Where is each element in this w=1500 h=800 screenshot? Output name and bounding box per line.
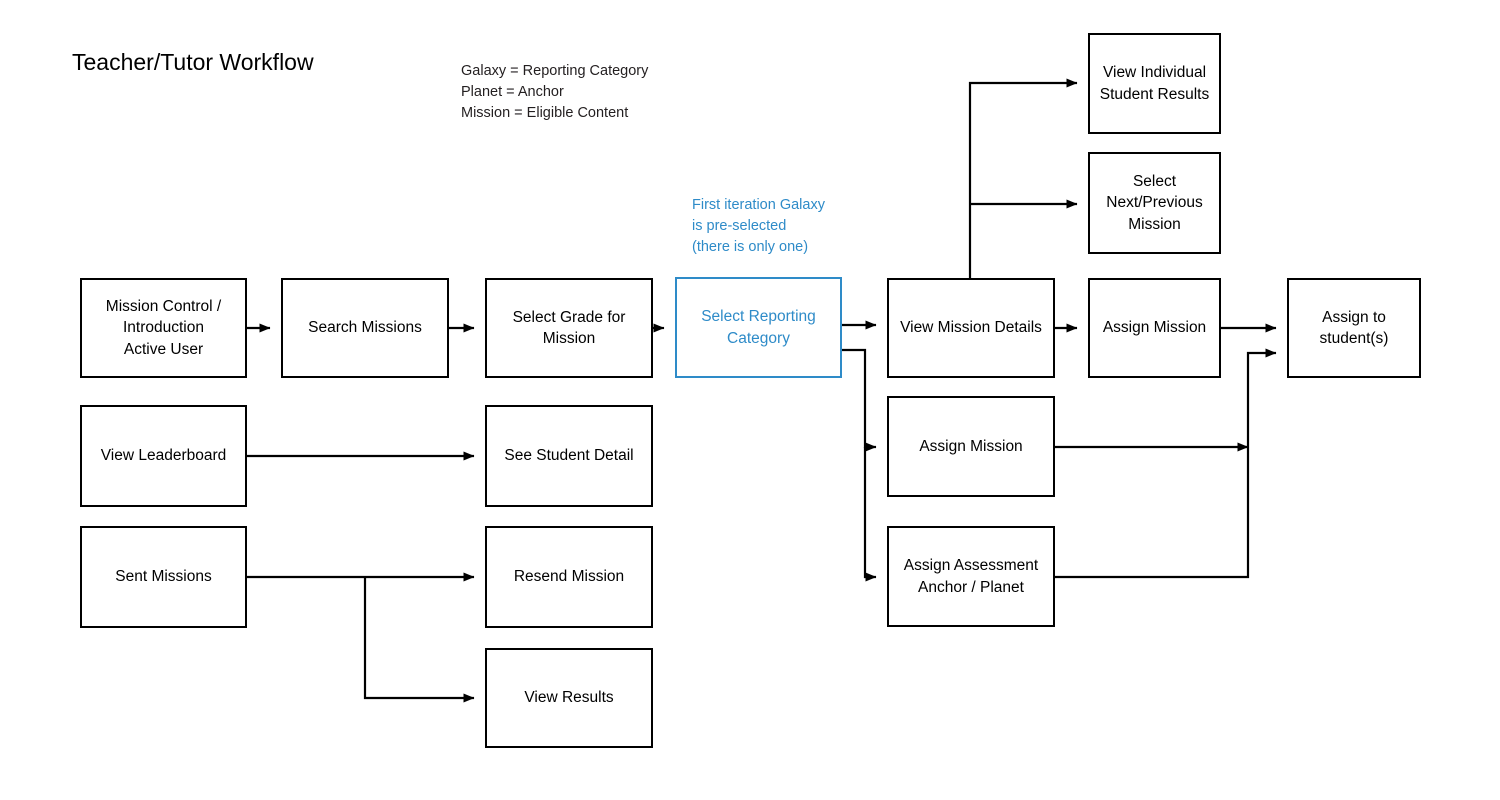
legend-key: Galaxy = Reporting Category Planet = Anc… [461, 63, 649, 122]
node-view-individual-student-results[interactable]: View Individual Student Results [1088, 33, 1221, 134]
node-view-results[interactable]: View Results [485, 648, 653, 748]
node-search-missions[interactable]: Search Missions [281, 278, 449, 378]
edge-select-reporting-category-to-assign-assessment [863, 447, 877, 582]
node-sent-missions[interactable]: Sent Missions [80, 526, 247, 628]
annotation-first-iteration-galaxy: First iteration Galaxy is pre-selected (… [692, 197, 825, 256]
node-select-next-previous-mission[interactable]: Select Next/Previous Mission [1088, 152, 1221, 254]
node-select-grade[interactable]: Select Grade for Mission [485, 278, 653, 378]
page-title: Teacher/Tutor Workflow [72, 49, 314, 75]
node-view-mission-details[interactable]: View Mission Details [887, 278, 1055, 378]
node-view-leaderboard[interactable]: View Leaderboard [80, 405, 247, 507]
edge-select-reporting-category-to-assign-mission-middle [842, 348, 877, 452]
node-assign-mission-top[interactable]: Assign Mission [1088, 278, 1221, 378]
node-assign-to-students[interactable]: Assign to student(s) [1287, 278, 1421, 378]
node-assign-mission-middle[interactable]: Assign Mission [887, 396, 1055, 497]
edge-view-mission-details-to-view-individual-student-results [968, 78, 1078, 278]
node-select-reporting-category[interactable]: Select Reporting Category [675, 277, 842, 378]
edge-sent-missions-to-view-results [363, 577, 475, 703]
edge-assign-assessment-to-assign-to-students [1055, 348, 1277, 579]
node-see-student-detail[interactable]: See Student Detail [485, 405, 653, 507]
node-mission-control[interactable]: Mission Control / Introduction Active Us… [80, 278, 247, 378]
node-resend-mission[interactable]: Resend Mission [485, 526, 653, 628]
node-assign-assessment-anchor-planet[interactable]: Assign Assessment Anchor / Planet [887, 526, 1055, 627]
